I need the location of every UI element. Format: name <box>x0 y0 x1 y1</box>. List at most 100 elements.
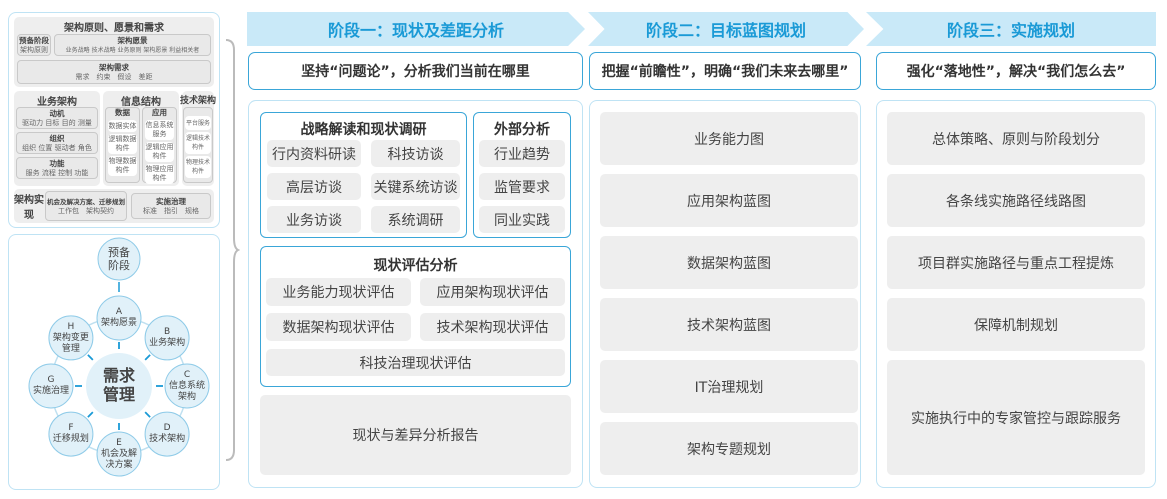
togaf-content-framework: 架构原则、愿景和需求 预备阶段架构原则 架构愿景业务战略 技术战略 业务原则 架… <box>8 12 220 228</box>
phase-label: 信息系统 <box>169 379 205 391</box>
phase-f-circle <box>48 411 94 457</box>
bidirectional-arrow-icon <box>87 354 94 361</box>
label: 物理数据构件 <box>108 156 137 176</box>
prep-circle <box>97 237 141 281</box>
phase-d-circle <box>144 411 190 457</box>
item: 同业实践 <box>479 206 565 233</box>
tech-column: 平台服务 逻辑技术构件 物理技术构件 <box>183 107 213 183</box>
stage-1-header: 阶段一：现状及差距分析 <box>247 12 585 46</box>
box-title: 战略解读和现状调研 <box>300 122 427 138</box>
phase-label: 架构变更 <box>53 331 89 343</box>
section-title: 业务架构 <box>37 97 77 108</box>
label: 驱动力 目标 目的 测量 <box>22 118 92 127</box>
phase-c-circle <box>164 363 210 409</box>
phase-label: 决方案 <box>105 458 132 470</box>
label: 架构原则 <box>20 45 48 54</box>
label: 预备阶段 <box>19 35 49 45</box>
motivation-box: 动机驱动力 目标 目的 测量 <box>16 107 98 129</box>
item: 科技治理现状评估 <box>266 349 565 376</box>
item: 关键系统访谈 <box>371 173 460 200</box>
prep-label: 阶段 <box>108 258 130 272</box>
item: 业务访谈 <box>267 206 361 233</box>
label: 动机 <box>49 108 65 118</box>
bidirectional-arrow-icon <box>87 411 94 418</box>
phase-h-circle <box>48 315 94 361</box>
label: 机会及解决方案、迁移规划 <box>47 197 125 206</box>
adm-cycle-diagram: 预备阶段A架构愿景B业务架构C信息系统架构D技术架构E机会及解决方案F迁移规划G… <box>28 237 210 477</box>
phase-label: G <box>48 375 55 385</box>
phase-label: 架构愿景 <box>101 316 137 328</box>
item: 科技访谈 <box>371 140 460 167</box>
organization-box: 组织组织 位置 驱动者 角色 <box>16 132 98 154</box>
stage-2-item: 业务能力图 <box>600 112 858 165</box>
label: 信息系统服务 <box>145 120 174 140</box>
item: 应用架构现状评估 <box>420 278 565 306</box>
prep-label: 预备 <box>108 245 130 259</box>
stage-3-item: 总体策略、原则与阶段划分 <box>887 112 1145 165</box>
section-title: 技术架构 <box>179 96 216 106</box>
assessment-box: 现状评估分析 业务能力现状评估 应用架构现状评估 数据架构现状评估 技术架构现状… <box>260 246 571 387</box>
box-title: 现状评估分析 <box>373 258 458 274</box>
data-column: 数据 数据实体 逻辑数据构件 物理数据构件 <box>105 107 140 183</box>
phase-label: C <box>184 370 190 380</box>
label: 物理应用构件 <box>145 164 174 184</box>
stage-2-subtitle: 把握“前瞻性”，明确“我们未来去哪里” <box>589 52 861 90</box>
item: 数据架构现状评估 <box>266 313 411 341</box>
requirements-management-label: 需求管理 <box>102 366 135 404</box>
label: 平台服务 <box>185 116 211 130</box>
stage-2-item: 架构专题规划 <box>600 422 858 475</box>
stage-2-item: 数据架构蓝图 <box>600 236 858 289</box>
strategy-research-box: 战略解读和现状调研 行内资料研读 科技访谈 高层访谈 关键系统访谈 业务访谈 系… <box>260 112 467 238</box>
phase-label: A <box>116 307 123 317</box>
business-architecture: 业务架构 动机驱动力 目标 目的 测量 组织组织 位置 驱动者 角色 功能服务 … <box>14 91 100 186</box>
bracket <box>225 39 240 461</box>
phase-label: E <box>116 438 122 448</box>
label: 组织 <box>49 133 65 143</box>
bidirectional-arrow-icon <box>144 411 151 418</box>
label: 物理技术构件 <box>185 156 211 178</box>
phase-label: B <box>164 327 170 337</box>
box-title: 外部分析 <box>494 122 550 138</box>
label: 逻辑应用构件 <box>145 142 174 162</box>
section-title: 架构原则、愿景和需求 <box>64 23 164 34</box>
gap-analysis-report: 现状与差异分析报告 <box>260 395 571 475</box>
label: 实施治理 <box>156 196 186 206</box>
label: 需求 约束 假设 差距 <box>75 72 153 81</box>
label: 组织 位置 驱动者 角色 <box>22 143 92 152</box>
application-column: 应用 信息系统服务 逻辑应用构件 物理应用构件 <box>142 107 177 184</box>
stage-2-header: 阶段二：目标蓝图规划 <box>588 12 864 46</box>
vision-box: 架构愿景业务战略 技术战略 业务原则 架构愿景 利益相关者 <box>54 34 211 56</box>
phase-a-circle <box>96 295 142 341</box>
item: 技术架构现状评估 <box>420 313 565 341</box>
section-title: 架构实现 <box>14 195 44 221</box>
stage-3-item: 各条线实施路径线路图 <box>887 174 1145 227</box>
item: 行业趋势 <box>479 140 565 167</box>
principles-section: 架构原则、愿景和需求 预备阶段架构原则 架构愿景业务战略 技术战略 业务原则 架… <box>14 17 214 87</box>
item: 监管要求 <box>479 173 565 200</box>
information-structure: 信息结构 数据 数据实体 逻辑数据构件 物理数据构件 应用 信息系统服务 逻辑应… <box>103 91 179 186</box>
stage-2-item: IT治理规划 <box>600 360 858 413</box>
stage-2-item: 技术架构蓝图 <box>600 298 858 351</box>
stage-3-item: 项目群实施路径与重点工程提炼 <box>887 236 1145 289</box>
label: 工作包 架构契约 <box>58 206 114 215</box>
phase-label: 实施治理 <box>33 384 69 396</box>
stage-3-subtitle: 强化“落地性”，解决“我们怎么去” <box>876 52 1156 90</box>
label: 架构需求 <box>99 62 129 72</box>
label: 逻辑数据构件 <box>108 134 137 154</box>
prep-box: 预备阶段架构原则 <box>17 34 51 56</box>
label: 逻辑技术构件 <box>185 132 211 154</box>
opportunity-box: 机会及解决方案、迁移规划工作包 架构契约 <box>45 191 127 221</box>
bidirectional-arrow-icon <box>144 354 151 361</box>
center-circle <box>86 353 152 419</box>
item: 行内资料研读 <box>267 140 361 167</box>
item: 系统调研 <box>371 206 460 233</box>
label: 业务战略 技术战略 业务原则 架构愿景 利益相关者 <box>65 46 200 54</box>
phase-label: 机会及解 <box>101 447 137 459</box>
function-box: 功能服务 流程 控制 功能 <box>16 157 98 179</box>
item: 高层访谈 <box>267 173 361 200</box>
label: 功能 <box>49 158 65 168</box>
phase-label: 迁移规划 <box>53 432 89 444</box>
stage-3-header: 阶段三：实施规划 <box>866 12 1156 46</box>
phase-label: D <box>164 423 171 433</box>
